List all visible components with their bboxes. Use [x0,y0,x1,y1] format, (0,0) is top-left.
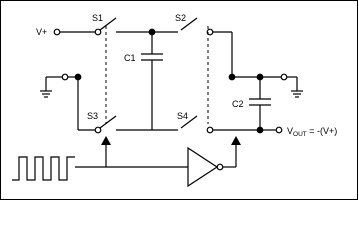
vout-label: VOUT = -(V+) [287,126,337,138]
s4-actuator-arrow [231,136,241,145]
left-ground-terminal [61,73,69,81]
s3-terminal-left [94,126,102,134]
vplus-label: V+ [36,27,47,37]
c2-label: C2 [232,99,244,109]
inverter-gate [187,146,219,188]
frame-border [0,0,358,200]
right-ground-node-dot [228,73,236,81]
vout-main: V [287,126,293,136]
vout-subscript: OUT [293,131,307,138]
s2-blade [180,17,198,31]
s2-label: S2 [175,13,186,23]
s4-terminal-right [206,126,214,134]
inverter-bubble [216,163,224,171]
s1-label: S1 [92,13,103,23]
c1-label: C1 [124,53,136,63]
clock-square-wave [12,156,75,181]
charge-pump-inverter-schematic: V+ S1 S2 C1 S3 S4 C2 VOUT = -(V+) [0,0,358,200]
s4-label: S4 [177,111,188,121]
s2-terminal-right [206,28,214,36]
s4-blade [180,115,198,129]
s3-actuator-arrow [101,136,111,145]
vout-equation: = -(V+) [307,126,338,136]
s3-label: S3 [87,111,98,121]
vout-terminal [275,126,283,134]
s1-terminal-left [94,28,102,36]
vplus-terminal [53,28,61,36]
right-ground-terminal [280,73,288,81]
s3-blade [99,115,117,129]
s1-blade [99,17,117,31]
